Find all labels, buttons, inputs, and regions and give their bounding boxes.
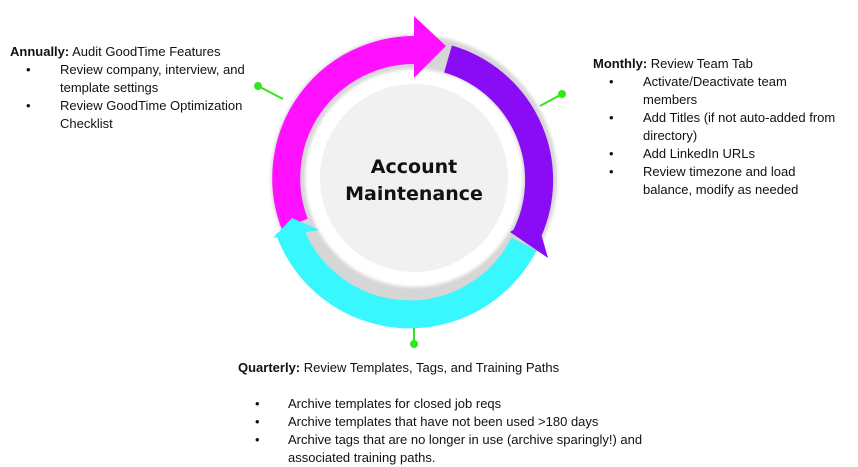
quarterly-block: Quarterly: Review Templates, Tags, and T… xyxy=(238,359,678,467)
connector-annually xyxy=(257,85,284,100)
arrowhead-monthly xyxy=(510,216,548,258)
arc-quarterly xyxy=(275,224,537,329)
monthly-list: Activate/Deactivate team members Add Tit… xyxy=(593,73,843,199)
arc-annually xyxy=(272,36,426,229)
center-title-line2: Maintenance xyxy=(345,183,483,205)
annually-block: Annually: Audit GoodTime Features Review… xyxy=(10,43,260,133)
list-item: Activate/Deactivate team members xyxy=(593,73,843,109)
list-item: Archive tags that are no longer in use (… xyxy=(238,431,678,467)
arc-monthly xyxy=(443,45,554,245)
list-item: Review company, interview, and template … xyxy=(10,61,260,97)
quarterly-list: Archive templates for closed job reqs Ar… xyxy=(238,395,678,467)
monthly-title: Review Team Tab xyxy=(647,56,753,71)
quarterly-heading: Quarterly: Review Templates, Tags, and T… xyxy=(238,359,678,377)
connector-monthly xyxy=(539,93,563,107)
list-item: Archive templates for closed job reqs xyxy=(238,395,678,413)
list-item: Add LinkedIn URLs xyxy=(593,145,843,163)
list-item: Archive templates that have not been use… xyxy=(238,413,678,431)
arrowhead-quarterly xyxy=(273,218,319,238)
monthly-label: Monthly: xyxy=(593,56,648,71)
annually-title: Audit GoodTime Features xyxy=(69,44,221,59)
connector-dot-monthly xyxy=(558,90,566,98)
monthly-block: Monthly: Review Team Tab Activate/Deacti… xyxy=(593,55,843,199)
quarterly-label: Quarterly: xyxy=(238,360,301,375)
inner-circle xyxy=(320,84,508,272)
connector-dot-quarterly xyxy=(410,340,418,348)
list-item: Add Titles (if not auto-added from direc… xyxy=(593,109,843,145)
quarterly-title: Review Templates, Tags, and Training Pat… xyxy=(300,360,560,375)
annually-label: Annually: xyxy=(10,44,70,59)
annually-heading: Annually: Audit GoodTime Features xyxy=(10,43,260,61)
list-item: Review GoodTime Optimization Checklist xyxy=(10,97,260,133)
center-title-line1: Account xyxy=(371,156,457,178)
monthly-heading: Monthly: Review Team Tab xyxy=(593,55,843,73)
arrowhead-annually xyxy=(414,16,446,78)
list-item: Review timezone and load balance, modify… xyxy=(593,163,843,199)
annually-list: Review company, interview, and template … xyxy=(10,61,260,133)
